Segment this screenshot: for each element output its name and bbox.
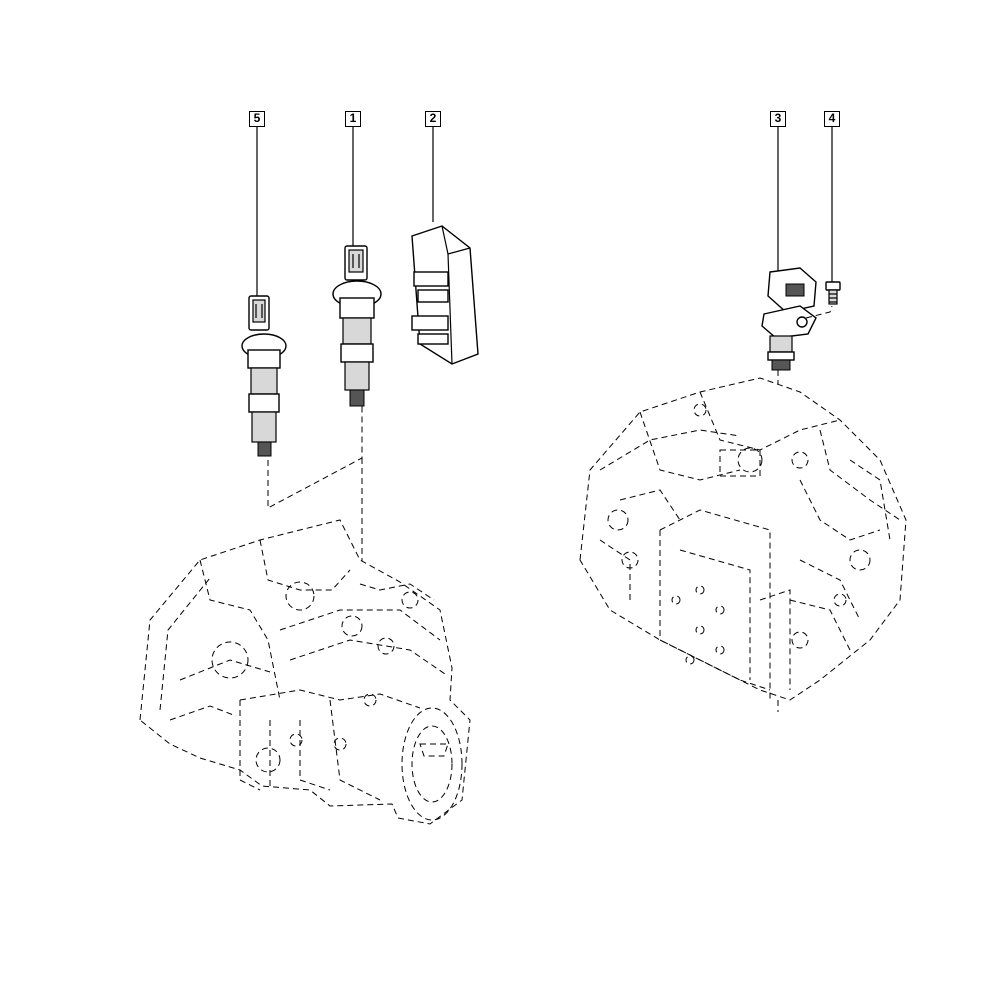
sensor-part-3[interactable] [761, 267, 817, 371]
sensor-part-5[interactable] [241, 295, 287, 457]
callout-5[interactable]: 5 [249, 111, 265, 127]
bolt-part-4[interactable] [825, 281, 841, 305]
manual-gearbox-outline [139, 519, 471, 825]
clip-bracket-part-2[interactable] [411, 225, 479, 365]
leader-lines [256, 127, 833, 296]
callout-4[interactable]: 4 [824, 111, 840, 127]
callout-1[interactable]: 1 [345, 111, 361, 127]
callout-2[interactable]: 2 [425, 111, 441, 127]
sensor-part-1[interactable] [332, 245, 382, 407]
automatic-gearbox-outline [579, 377, 907, 701]
callout-3[interactable]: 3 [770, 111, 786, 127]
